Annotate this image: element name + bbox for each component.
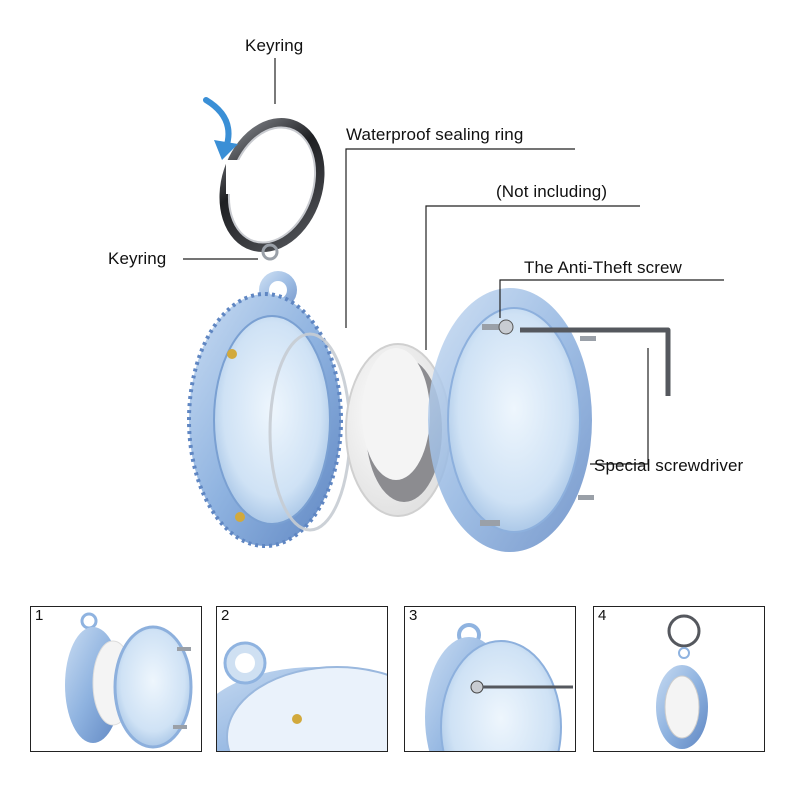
callout-lines xyxy=(183,58,724,465)
anti-theft-screw-label: The Anti-Theft screw xyxy=(524,258,682,277)
step-3-illustration xyxy=(425,623,573,751)
keyring-left-label: Keyring xyxy=(108,249,167,268)
step-number: 1 xyxy=(35,607,44,624)
keyring-illustration xyxy=(219,117,325,261)
step-panel-1: 1 xyxy=(30,606,202,752)
step-1-illustration xyxy=(65,612,193,749)
not-including-label: (Not including) xyxy=(496,182,608,201)
special-screwdriver-label: Special screwdriver xyxy=(594,456,744,475)
front-case-illustration xyxy=(428,288,592,552)
keyring-top-label: Keyring xyxy=(245,36,304,55)
step-2-illustration xyxy=(217,641,387,751)
step-number: 4 xyxy=(598,607,607,624)
screw-icon xyxy=(480,319,596,526)
rotate-arrow-icon xyxy=(203,97,238,160)
back-case-illustration xyxy=(187,271,343,548)
step-panel-3: 3 xyxy=(404,606,576,752)
step-4-illustration xyxy=(656,614,708,749)
step-panel-2: 2 xyxy=(216,606,388,752)
airtag-illustration xyxy=(345,343,451,517)
step-number: 3 xyxy=(409,607,418,624)
screwdriver-illustration xyxy=(520,327,671,396)
step-number: 2 xyxy=(221,607,230,624)
sealing-ring-label: Waterproof sealing ring xyxy=(346,125,524,144)
step-panel-4: 4 xyxy=(593,606,765,752)
